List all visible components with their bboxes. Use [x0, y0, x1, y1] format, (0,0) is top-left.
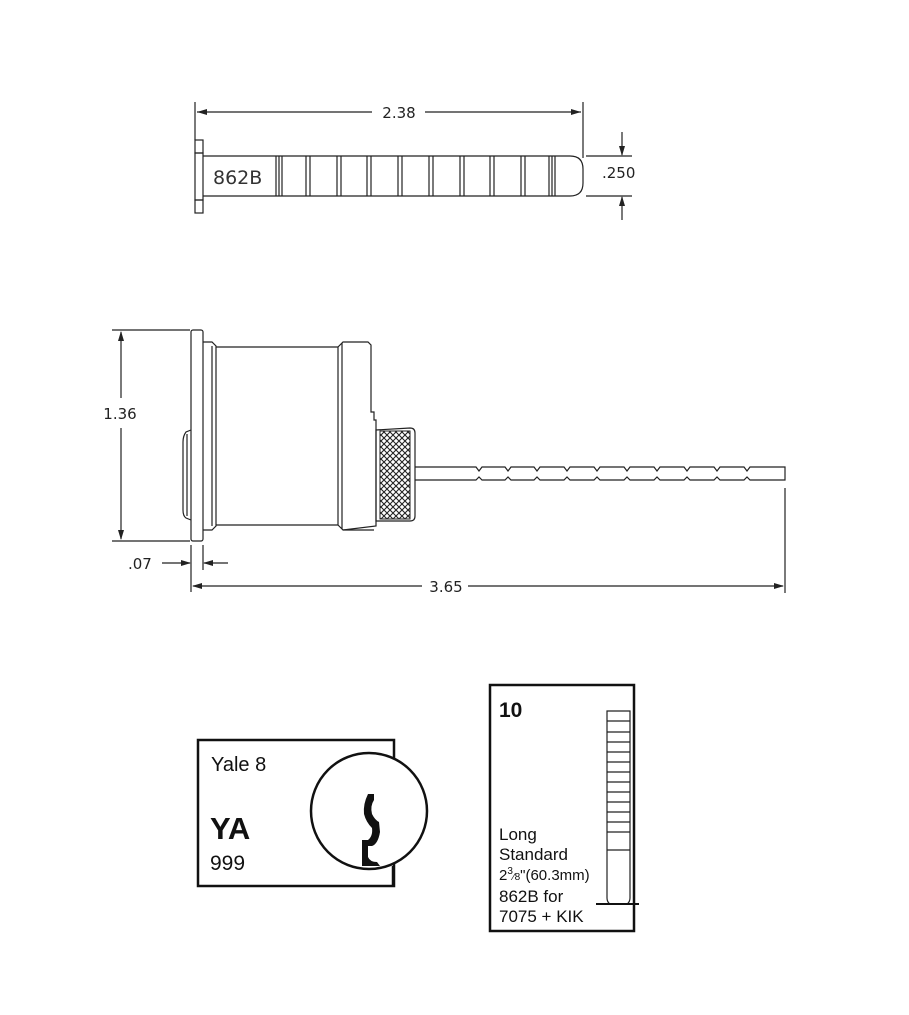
key-ridges [275, 156, 556, 196]
length-box-line4: 862B for [499, 887, 564, 906]
length-box-size: 23⁄8"(60.3mm) [499, 866, 590, 884]
keyway-box: Yale 8 YA 999 [196, 738, 429, 888]
knurled-cap [375, 427, 416, 522]
length-box-number: 10 [499, 699, 522, 722]
inserted-key-blade [415, 466, 786, 481]
length-box-line2: Standard [499, 845, 568, 864]
key-length-dimension: 2.38 [382, 104, 415, 122]
cylinder-view: 1.36 .07 [103, 329, 786, 596]
key-view: 2.38 862B .250 [194, 102, 635, 220]
keyway-brand: Yale 8 [211, 754, 266, 776]
length-box-line5: 7075 + KIK [499, 907, 584, 926]
length-box: 10 Long Standard 23⁄8"(60.3mm) 862B for … [488, 683, 639, 933]
key-thickness-dimension: .250 [602, 164, 635, 182]
key-length-icon [596, 710, 639, 905]
length-box-line1: Long [499, 825, 537, 844]
cylinder-height-dimension: 1.36 [103, 405, 136, 423]
keyway-code: YA [210, 811, 250, 846]
flange-thickness-dimension: .07 [128, 555, 152, 573]
keyway-profile-icon [309, 751, 429, 886]
overall-length-dimension: 3.65 [429, 578, 462, 596]
key-part-label: 862B [213, 167, 262, 189]
keyway-number: 999 [210, 852, 245, 875]
